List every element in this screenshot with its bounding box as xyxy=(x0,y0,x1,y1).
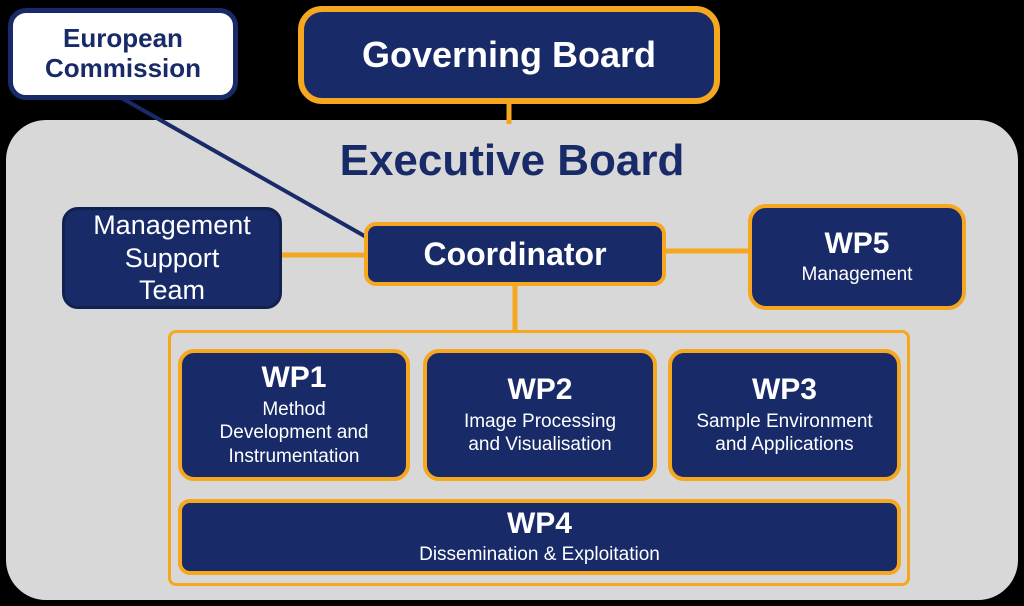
wp3-title: WP3 xyxy=(751,373,817,406)
management-support-team-box: Management Support Team xyxy=(62,207,282,309)
wp4-title: WP4 xyxy=(506,506,572,540)
wp2-box: WP2 Image Processing and Visualisation xyxy=(423,349,657,481)
wp3-subtitle: Sample Environment and Applications xyxy=(696,410,873,456)
wp1-box: WP1 Method Development and Instrumentati… xyxy=(178,349,410,481)
executive-board-title: Executive Board xyxy=(339,136,685,185)
wp2-subtitle: Image Processing and Visualisation xyxy=(463,410,617,456)
governing-board-label: Governing Board xyxy=(361,34,657,75)
wp5-subtitle: Management xyxy=(801,264,913,286)
wp4-subtitle: Dissemination & Exploitation xyxy=(419,544,660,566)
management-support-team-label: Management Support Team xyxy=(93,210,251,306)
wp2-title: WP2 xyxy=(507,373,573,406)
coordinator-box: Coordinator xyxy=(364,222,666,286)
wp3-box: WP3 Sample Environment and Applications xyxy=(668,349,901,481)
european-commission-box: European Commission xyxy=(8,8,238,100)
wp5-box: WP5 Management xyxy=(748,204,966,310)
work-packages-container xyxy=(168,330,910,586)
wp1-subtitle: Method Development and Instrumentation xyxy=(219,398,369,468)
wp4-box: WP4 Dissemination & Exploitation xyxy=(178,499,901,575)
european-commission-label: European Commission xyxy=(44,23,202,83)
wp1-title: WP1 xyxy=(261,361,327,395)
wp5-title: WP5 xyxy=(824,226,890,260)
governing-board-box: Governing Board xyxy=(298,6,720,104)
coordinator-label: Coordinator xyxy=(423,235,607,272)
